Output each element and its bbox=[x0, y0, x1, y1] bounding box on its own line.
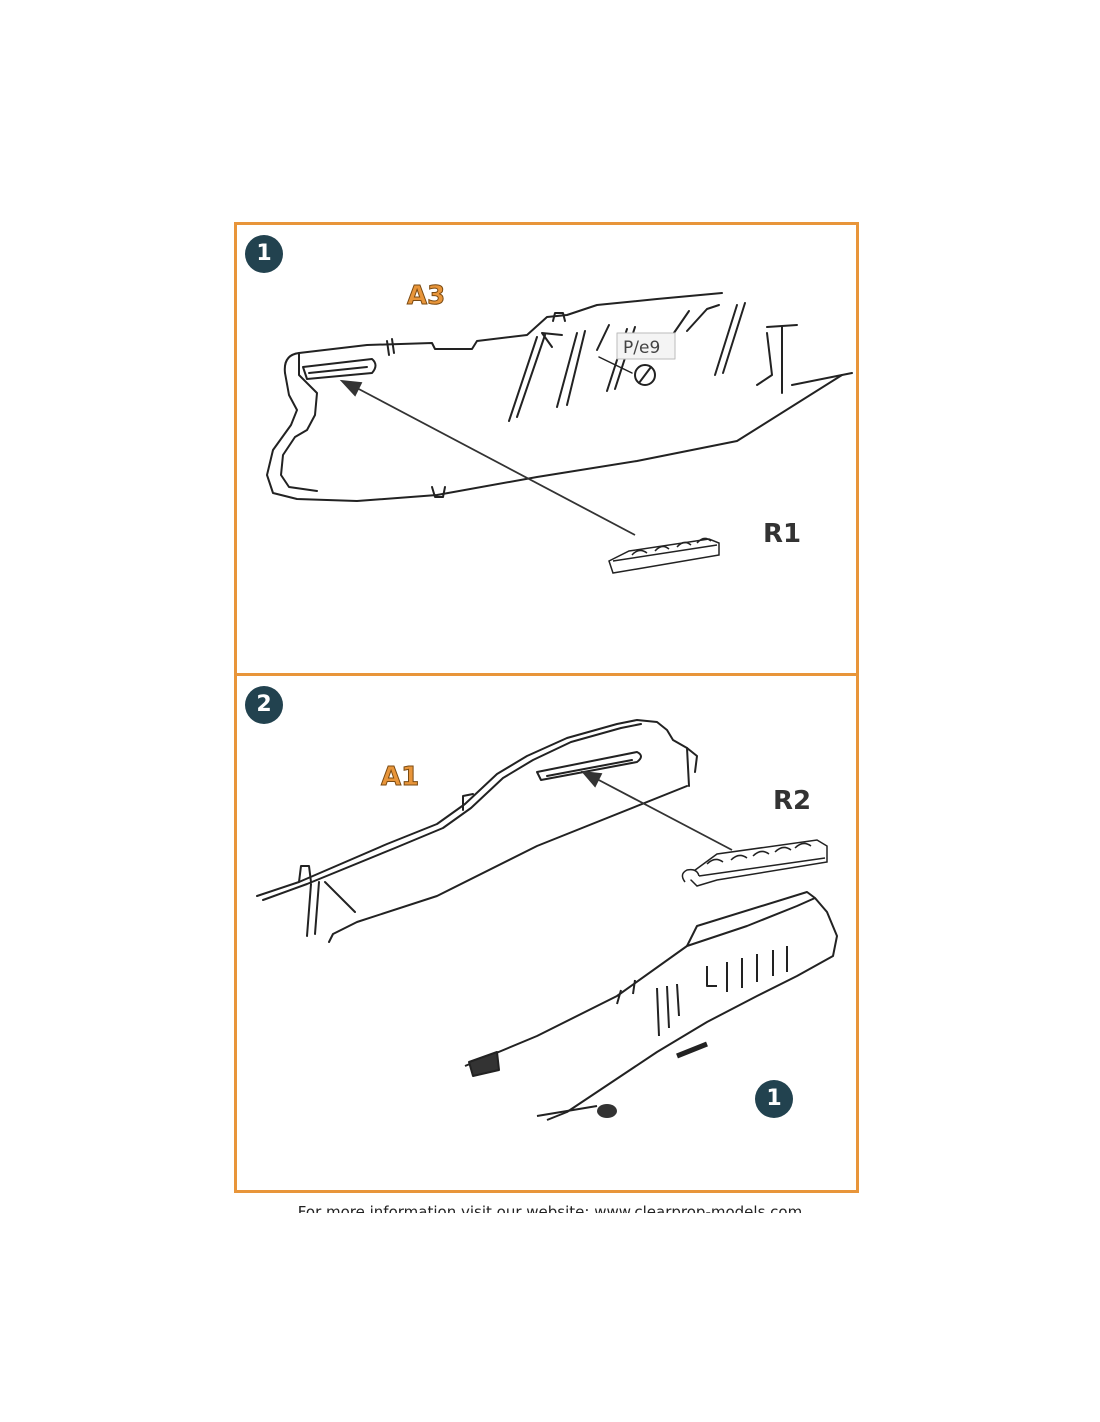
step-2-drawing bbox=[256, 719, 838, 1121]
reference-step-badge: 1 bbox=[755, 1080, 793, 1118]
fuselage-half-a3 bbox=[283, 292, 723, 374]
step-2-panel: 2 A1 R2 1 bbox=[234, 673, 859, 1193]
fuselage-half-a1 bbox=[256, 719, 698, 897]
part-label-r2: R2 bbox=[773, 786, 812, 816]
tail-wheel-icon bbox=[597, 1104, 617, 1118]
footer-text: For more information visit our website: … bbox=[297, 1203, 803, 1213]
assembly-arrow bbox=[354, 386, 636, 536]
step-1-drawing: P/e9 bbox=[266, 292, 853, 574]
resin-part-r2 bbox=[681, 839, 828, 887]
step-1-panel: 1 A3 R1 bbox=[234, 222, 859, 676]
step-number-badge: 1 bbox=[245, 235, 283, 273]
part-label-r1: R1 bbox=[763, 519, 802, 549]
assembly-arrow bbox=[594, 777, 733, 851]
step-number-badge: 2 bbox=[245, 686, 283, 724]
resin-part-r1 bbox=[608, 537, 720, 574]
reference-fuselage bbox=[464, 897, 838, 1121]
callout-label-pe9: P/e9 bbox=[623, 338, 660, 358]
part-label-a3: A3 bbox=[406, 281, 446, 312]
part-label-a1: A1 bbox=[380, 762, 420, 793]
